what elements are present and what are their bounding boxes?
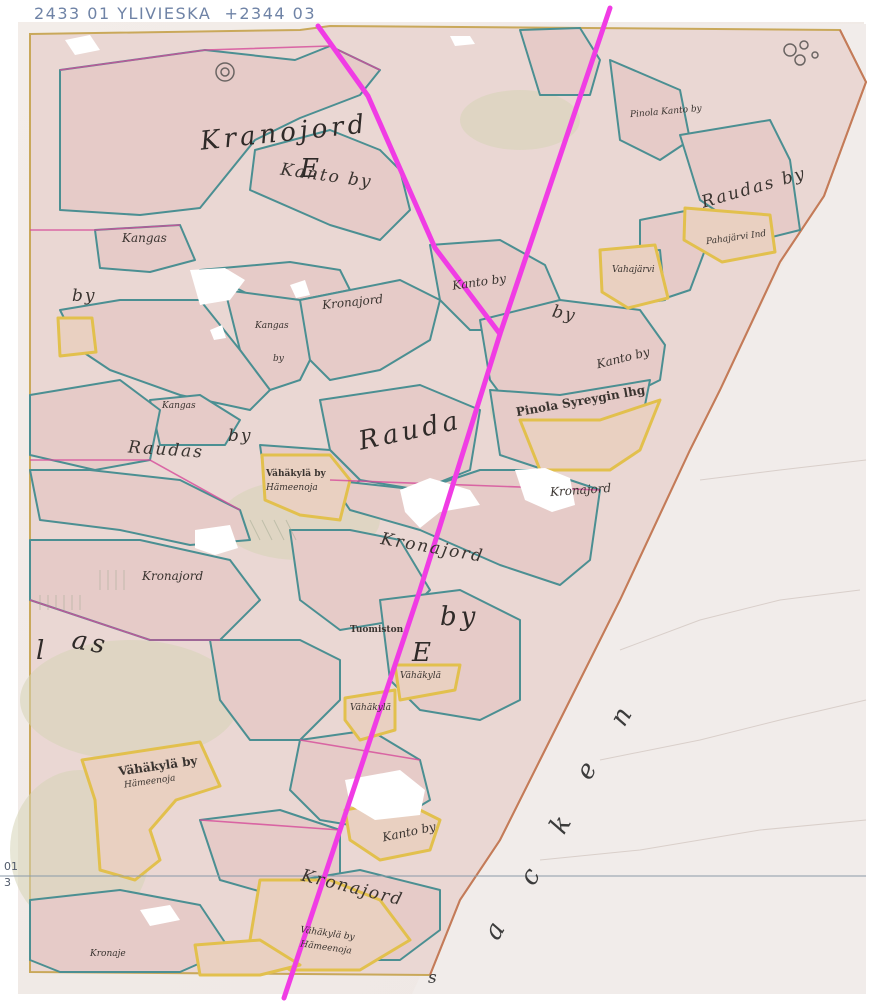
label-vahakyla-3: Vähäkylä — [350, 703, 391, 713]
boundary-lines — [29, 45, 601, 831]
label-kronaje-bottom-left: Kronaje — [90, 949, 126, 959]
label-vahakyla-1: Vähäkylä by — [266, 469, 326, 479]
sheet-border-right — [429, 29, 868, 976]
margin-tick-bottom: 3 — [4, 876, 11, 889]
label-vahajarvi: Vahajärvi — [612, 265, 655, 275]
label-tuomiston: Tuomiston — [350, 625, 404, 635]
sheet-number: 2433 01 — [34, 4, 111, 23]
symbols-top-right — [215, 40, 819, 82]
label-vahakyla-1b: Hämeenoja — [266, 483, 318, 493]
label-by-mid: by — [228, 426, 253, 446]
label-e-lower: E — [412, 638, 435, 668]
label-by-lower: by — [440, 602, 480, 632]
label-by-right: by — [550, 301, 579, 327]
label-kangas-left: Kangas — [122, 231, 167, 245]
torn-holes — [65, 35, 575, 926]
label-e-top: E — [300, 154, 323, 184]
label-l-left: l — [36, 636, 49, 666]
label-by-left: by — [72, 286, 97, 306]
margin-tick-top: 01 — [4, 860, 18, 873]
label-by-small: by — [273, 354, 284, 364]
label-kangas-mid: Kangas — [162, 401, 196, 411]
creases — [539, 459, 867, 861]
sheet-place: YLIVIESKA — [117, 4, 212, 23]
label-kronajord-left: Kronajord — [142, 569, 204, 583]
sheet-header: 2433 01 YLIVIESKA +2344 03 — [34, 4, 316, 23]
label-vahakyla-2: Vähäkylä — [400, 671, 441, 681]
field-stripes — [39, 519, 297, 610]
sheet-ref: +2344 03 — [224, 4, 317, 23]
route-line-main — [281, 5, 613, 1001]
label-s-bottom: s — [428, 968, 439, 988]
route-line-upper — [315, 23, 503, 337]
label-as-big: as — [69, 625, 112, 661]
label-kangas-small: Kangas — [255, 321, 289, 331]
